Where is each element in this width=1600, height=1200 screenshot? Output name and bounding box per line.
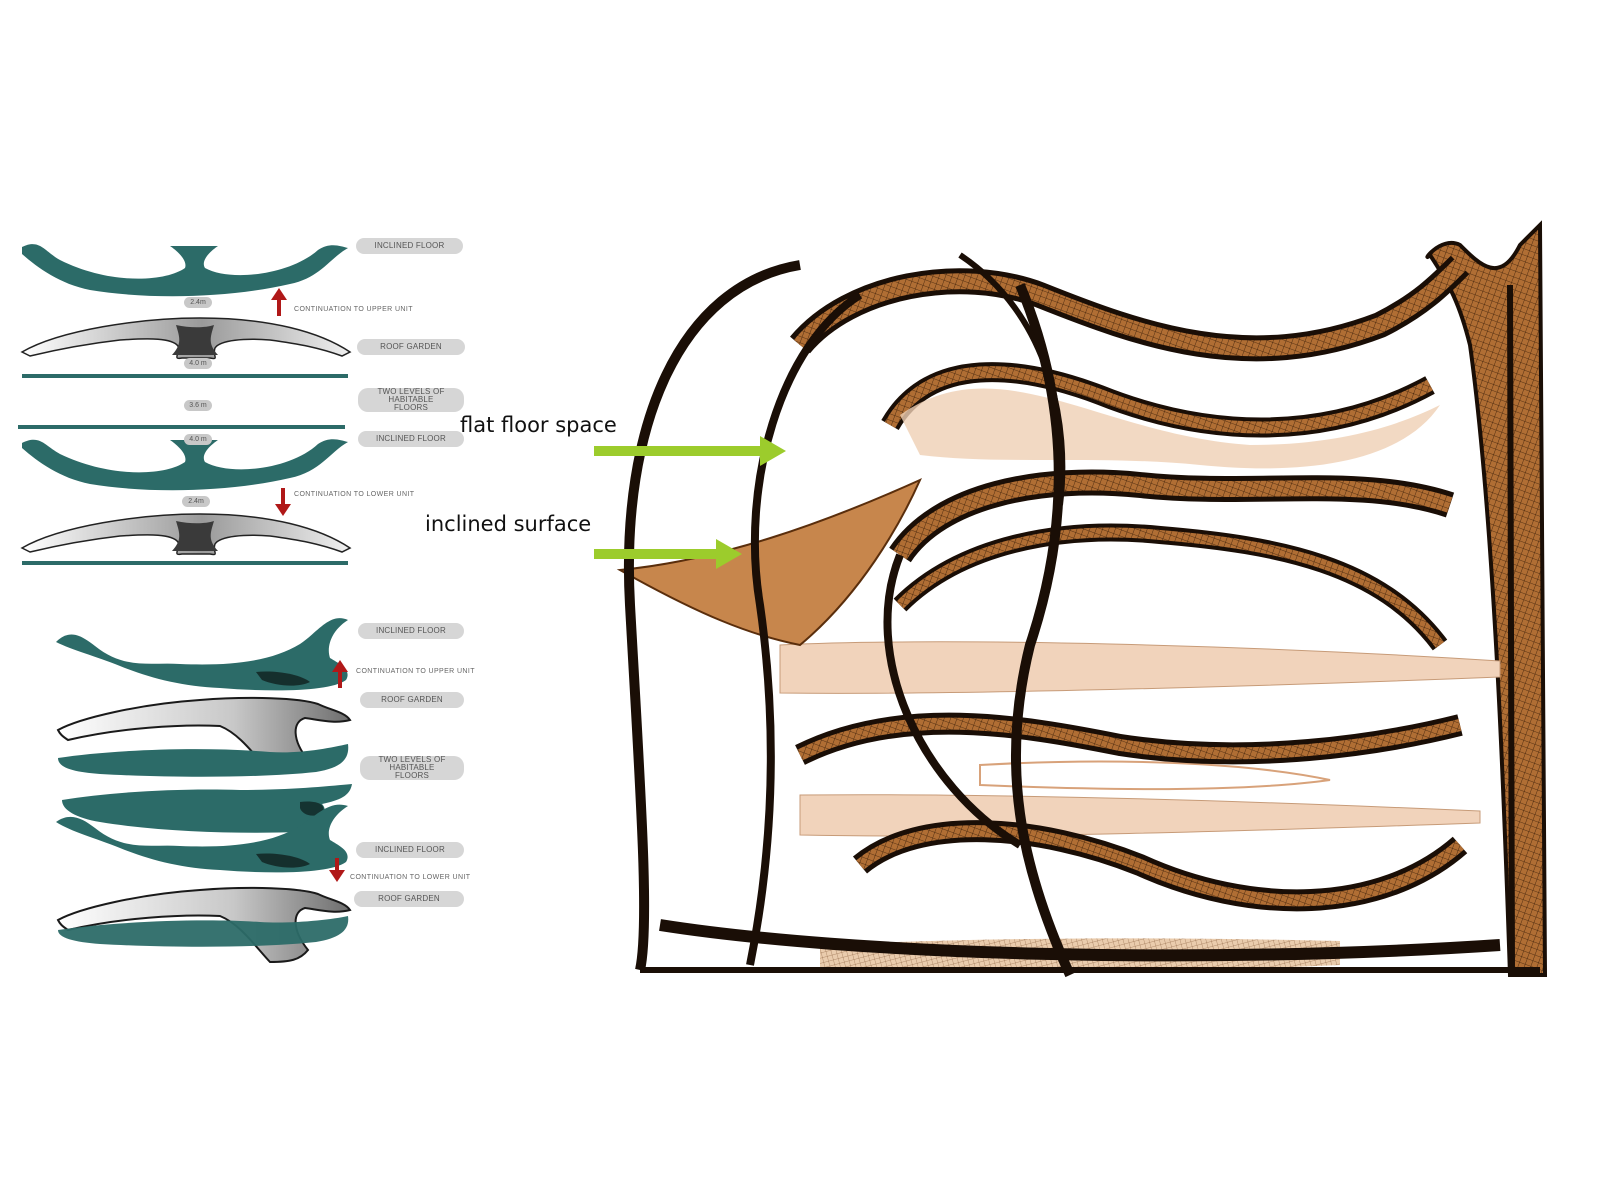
label-inclined-floor: INCLINED FLOOR — [356, 238, 463, 254]
arrow-up-red-1 — [271, 288, 287, 316]
inclined-floor-section-2 — [22, 439, 348, 491]
dimension-label: 3.6 m — [184, 400, 212, 411]
tube-mid-1-fill — [893, 474, 1453, 560]
floor-plate-flat-4 — [979, 760, 1331, 791]
arrow-up-red-2 — [332, 660, 348, 688]
arrow-down-red-1 — [275, 488, 291, 516]
base-frame-2 — [659, 919, 1501, 962]
dimension-label: 4.0 m — [184, 434, 212, 445]
label-continuation-upper: CONTINUATION TO UPPER UNIT — [356, 668, 475, 675]
floor-plate-5 — [58, 916, 349, 947]
arrow-down-red-2 — [329, 858, 345, 882]
tube-mid-2-fill — [896, 527, 1444, 649]
tube-upper-2-fill — [884, 366, 1433, 434]
dimension-label: 4.0 m — [184, 358, 212, 369]
tube-lower-2-fill — [856, 825, 1464, 907]
label-continuation-upper: CONTINUATION TO UPPER UNIT — [294, 306, 413, 313]
wireframe-perspective — [616, 220, 1548, 978]
label-inclined-floor: INCLINED FLOOR — [356, 842, 464, 858]
floor-plate-flat-2 — [799, 794, 1481, 837]
label-roof-garden: ROOF GARDEN — [354, 891, 464, 907]
loop-left-outer — [624, 260, 801, 972]
roof-core-2 — [172, 521, 218, 551]
dimension-label: 2.4m — [182, 496, 210, 507]
floor-shadow-3 — [300, 801, 324, 816]
label-inclined-floor: INCLINED FLOOR — [358, 431, 464, 447]
label-inclined-floor: INCLINED FLOOR — [358, 623, 464, 639]
arrow-flat-floor-space — [594, 436, 786, 466]
label-two-levels: TWO LEVELS OF HABITABLE FLOORS — [358, 388, 464, 412]
floor-plate-3 — [62, 784, 352, 833]
floor-plate-flat-1 — [779, 641, 1501, 694]
section-diagram — [18, 244, 352, 565]
label-roof-garden: ROOF GARDEN — [357, 339, 465, 355]
tube-upper-1-fill — [793, 259, 1466, 357]
label-continuation-lower: CONTINUATION TO LOWER UNIT — [294, 491, 415, 498]
inclined-floor-section-1 — [22, 244, 348, 297]
label-two-levels: TWO LEVELS OF HABITABLE FLOORS — [360, 756, 464, 780]
annotation-flat-floor-space: flat floor space — [460, 413, 617, 437]
floor-shadow-1 — [256, 671, 310, 686]
roof-core-1 — [172, 325, 218, 355]
dimension-label: 2.4m — [184, 297, 212, 308]
label-continuation-lower: CONTINUATION TO LOWER UNIT — [350, 874, 471, 881]
ring-mid — [883, 553, 1023, 849]
loop-left-inner — [746, 291, 863, 966]
column-right — [1425, 220, 1548, 977]
arrow-inclined-surface — [594, 539, 742, 569]
label-two-levels-text: TWO LEVELS OF HABITABLE FLOORS — [378, 755, 446, 780]
tube-lower-1-fill — [797, 717, 1462, 761]
axonometric-diagram — [56, 618, 352, 964]
label-two-levels-text: TWO LEVELS OF HABITABLE FLOORS — [377, 387, 445, 412]
column-right-edge — [1507, 284, 1515, 974]
annotation-inclined-surface: inclined surface — [425, 512, 592, 536]
flat-floor-surface-upper — [900, 388, 1440, 469]
floor-plate-2 — [58, 744, 349, 777]
loop-center-2 — [958, 252, 1066, 506]
floor-shadow-4 — [256, 853, 310, 868]
label-roof-garden: ROOF GARDEN — [360, 692, 464, 708]
